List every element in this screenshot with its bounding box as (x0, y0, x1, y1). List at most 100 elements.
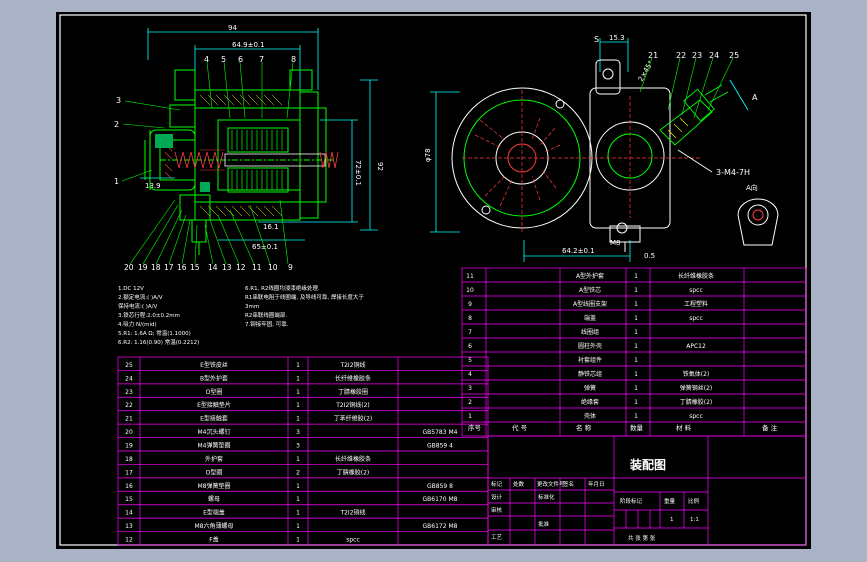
bom-cell-name: E型端盖 (203, 509, 225, 517)
balloon-12: 12 (236, 263, 246, 272)
tb-label: 签名 (563, 480, 574, 488)
dim-top-offset: 15.3 (609, 34, 625, 42)
bom-cell-name: M8弹簧垫圈 (198, 482, 231, 490)
bom-cell-name: O型圈 (206, 388, 223, 396)
bom-cell-material: T2I2铜线 (339, 509, 365, 517)
tb-sheet-info: 共 张 第 张 (628, 534, 656, 542)
balloon-15: 15 (190, 263, 200, 272)
bom-cell-qty: 1 (296, 483, 300, 490)
bom-cell-no: 22 (125, 402, 133, 409)
tb-designer: 设计 (491, 493, 503, 501)
aux-view-title: A向 (746, 183, 758, 192)
tb-scale-label: 比例 (688, 497, 700, 505)
bom-cell-std: GB859 8 (427, 483, 453, 490)
bom-cell-material: 长纤维橡胶条 (335, 455, 371, 463)
tb-qty-value: 1 (670, 517, 674, 523)
bom-cell-material: spcc (689, 287, 703, 294)
bom-cell-qty: 1 (296, 416, 300, 423)
tb-weight: 重量 (664, 497, 676, 505)
bom-cell-qty: 1 (296, 537, 300, 544)
bom-cell-no: 11 (466, 273, 474, 280)
bom-cell-name: E型接触垫片 (197, 401, 231, 409)
bom-cell-name: M4沉头螺钉 (198, 428, 231, 436)
bom-cell-no: 20 (125, 429, 133, 436)
bom-cell-material: 丁腈橡胶(2) (680, 398, 713, 406)
bom-cell-name: B型外护套 (200, 374, 228, 382)
view-arrow-label: A (752, 93, 758, 102)
note-line: 6.R2: 1.16(0.90) 常温(0.2212) (118, 338, 199, 346)
drawing-title: 装配图 (629, 457, 666, 472)
note-line: 3.铁芯行程:2.0±0.2mm (118, 311, 180, 319)
note-line: 4.吸力 N/(mid) (118, 320, 157, 328)
bom-cell-qty: 1 (634, 329, 638, 336)
dim-base: 65±0.1 (252, 243, 278, 251)
bom-cell-no: 4 (468, 371, 472, 378)
note-line: 6.R1, R2线圈均浸漆绝缘处理. (245, 284, 320, 292)
bom-cell-no: 1 (468, 413, 472, 420)
bom-cell-material: spcc (689, 315, 703, 322)
bom-header-no: 序号 (468, 423, 482, 432)
bom-cell-name: A型线圈支架 (573, 300, 607, 308)
dim-bottom-width: 64.2±0.1 (562, 247, 595, 255)
bom-cell-qty: 2 (296, 469, 300, 476)
bom-cell-name: 外护套 (205, 455, 223, 463)
tb-check: 审核 (491, 506, 503, 514)
bom-cell-name: E型接触套 (200, 415, 228, 423)
bom-cell-std: GB859 4 (427, 443, 453, 450)
balloon-19: 19 (138, 263, 148, 272)
bom-cell-material: 丁腈橡胶圈 (338, 388, 368, 396)
bom-cell-no: 16 (125, 483, 133, 490)
bom-cell-no: 19 (125, 443, 133, 450)
title-block: 装配图 标记 处数 更改文件号 签名 年月日 设计 标准化 审核 工艺 批准 阶… (487, 435, 807, 546)
thread-note: 3-M4-7H (716, 168, 750, 177)
bom-cell-name: A型外护套 (576, 272, 604, 280)
bom-cell-std: GB6170 M8 (423, 496, 458, 503)
bom-cell-no: 17 (125, 469, 133, 476)
balloon-22: 22 (676, 51, 686, 60)
note-line: R1串联电阻于线圈端, 及导线可靠, 焊接长度大于 (245, 293, 364, 301)
tb-label: 处数 (513, 480, 525, 488)
balloon-1: 1 (114, 177, 119, 186)
bom-cell-name: 端盖 (584, 314, 596, 322)
dim-left-diameter: φ78 (424, 148, 432, 162)
balloon-17: 17 (164, 263, 174, 272)
dim-bottom-gap: 0.5 (644, 252, 655, 260)
bom-cell-no: 5 (468, 357, 472, 364)
dim-flange: 16.1 (263, 223, 279, 231)
bom-cell-name: 衬套组件 (578, 356, 602, 364)
balloon-18: 18 (151, 263, 161, 272)
bom-cell-material: spcc (346, 537, 360, 544)
bom-cell-qty: 1 (634, 287, 638, 294)
bom-cell-name: 线圈组 (581, 328, 599, 336)
tb-scale: 1:1 (690, 517, 699, 523)
dim-shaft: 13.9 (145, 182, 161, 190)
balloon-23: 23 (692, 51, 702, 60)
tb-approve: 批准 (538, 520, 550, 528)
note-line: 2.额定电流:( )A/V (118, 293, 163, 301)
bom-cell-qty: 1 (634, 301, 638, 308)
bom-cell-no: 14 (125, 510, 133, 517)
bom-cell-qty: 1 (296, 362, 300, 369)
bom-cell-qty: 1 (296, 375, 300, 382)
tb-label: 标记 (491, 480, 503, 488)
bom-cell-qty: 1 (634, 413, 638, 420)
balloon-11: 11 (252, 263, 262, 272)
tb-label: 年月日 (588, 480, 605, 488)
note-line: 1.DC 12V (118, 286, 144, 292)
bom-cell-material: 长纤维橡胶条 (678, 272, 714, 280)
bom-cell-name: 壳体 (584, 412, 596, 420)
bom-cell-qty: 1 (634, 343, 638, 350)
bom-header-name: 名 称 (576, 423, 592, 432)
bom-cell-qty: 1 (634, 399, 638, 406)
bom-cell-material: 铁氧体(2) (683, 370, 710, 378)
bom-cell-no: 3 (468, 385, 472, 392)
dim-overall-width: 94 (228, 24, 237, 32)
bom-cell-qty: 1 (634, 385, 638, 392)
bom-cell-std: GB5783 M4 (423, 429, 458, 436)
balloon-5: 5 (221, 55, 226, 64)
bom-cell-material: spcc (689, 413, 703, 420)
dim-top-s: S (594, 35, 599, 44)
technical-notes: 1.DC 12V 2.额定电流:( )A/V 保持电流:( )A/V 3.铁芯行… (118, 284, 364, 346)
bom-cell-no: 13 (125, 523, 133, 530)
